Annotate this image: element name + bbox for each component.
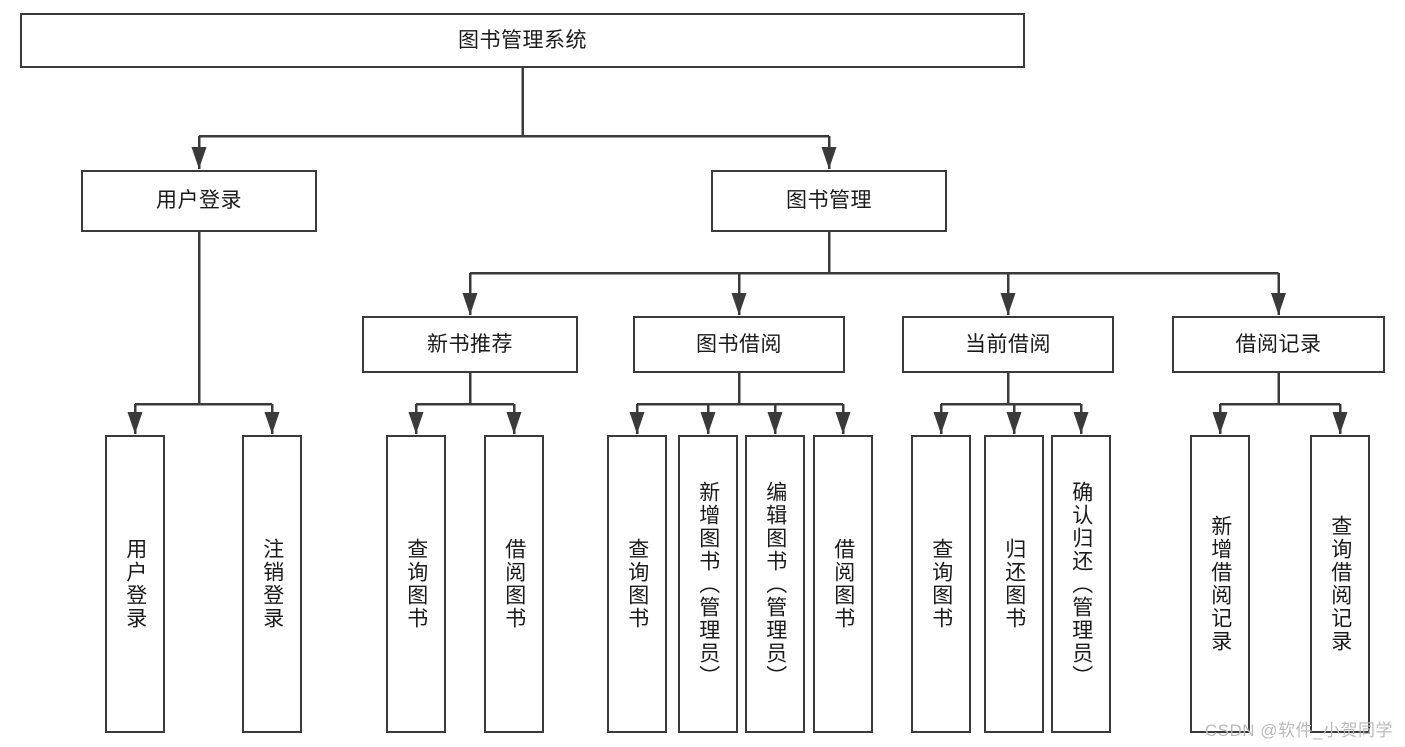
node-leaf-4[interactable]: 借阅图书 [484, 435, 544, 733]
arrowhead-icon [191, 147, 207, 169]
arrowhead-icon [1212, 412, 1228, 434]
arrowhead-icon [933, 412, 949, 434]
node-label: 借阅记录 [1235, 332, 1322, 356]
arrowhead-icon [700, 412, 716, 434]
node-label: 借阅图书 [831, 538, 855, 630]
arrowhead-icon [1006, 412, 1022, 434]
node-label: 新增借阅记录 [1208, 515, 1232, 653]
node-label: 用户登录 [123, 538, 147, 630]
node-current[interactable]: 当前借阅 [902, 316, 1114, 373]
arrowhead-icon [767, 412, 783, 434]
node-label: 用户登录 [156, 189, 242, 213]
node-label: 图书管理 [786, 189, 872, 213]
node-leaf-5[interactable]: 查询图书 [607, 435, 667, 733]
node-bookmgmt[interactable]: 图书管理 [711, 170, 947, 232]
node-login[interactable]: 用户登录 [81, 170, 317, 232]
node-leaf-9[interactable]: 查询图书 [911, 435, 971, 733]
arrowhead-icon [1073, 412, 1089, 434]
node-label: 编辑图书（管理员） [763, 480, 787, 688]
arrowhead-icon [1000, 293, 1016, 315]
node-label: 查询图书 [625, 538, 649, 630]
node-borrow[interactable]: 图书借阅 [633, 316, 845, 373]
node-leaf-3[interactable]: 查询图书 [386, 435, 446, 733]
arrowhead-icon [731, 293, 747, 315]
arrowhead-icon [462, 293, 478, 315]
arrowhead-icon [1332, 412, 1348, 434]
node-label: 查询借阅记录 [1328, 515, 1352, 653]
node-label: 图书管理系统 [458, 28, 587, 52]
node-label: 注销登录 [260, 538, 284, 630]
node-newbook[interactable]: 新书推荐 [362, 316, 578, 373]
arrowhead-icon [408, 412, 424, 434]
node-leaf-11[interactable]: 确认归还（管理员） [1051, 435, 1111, 733]
node-leaf-6[interactable]: 新增图书（管理员） [678, 435, 738, 733]
node-label: 查询图书 [929, 538, 953, 630]
arrowhead-icon [127, 412, 143, 434]
node-label: 确认归还（管理员） [1069, 480, 1093, 688]
node-leaf-12[interactable]: 新增借阅记录 [1190, 435, 1250, 733]
arrowhead-icon [264, 412, 280, 434]
node-label: 新增图书（管理员） [696, 480, 720, 688]
node-root[interactable]: 图书管理系统 [20, 13, 1025, 68]
node-leaf-10[interactable]: 归还图书 [984, 435, 1044, 733]
arrowhead-icon [821, 147, 837, 169]
watermark-text: CSDN @软件_小贺同学 [1204, 721, 1393, 740]
node-label: 当前借阅 [965, 332, 1051, 356]
node-leaf-13[interactable]: 查询借阅记录 [1310, 435, 1370, 733]
node-label: 借阅图书 [502, 538, 526, 630]
node-label: 归还图书 [1002, 538, 1026, 630]
arrowhead-icon [506, 412, 522, 434]
node-leaf-2[interactable]: 注销登录 [242, 435, 302, 733]
node-label: 图书借阅 [696, 332, 782, 356]
node-label: 查询图书 [404, 538, 428, 630]
node-leaf-8[interactable]: 借阅图书 [813, 435, 873, 733]
arrowhead-icon [629, 412, 645, 434]
node-leaf-7[interactable]: 编辑图书（管理员） [745, 435, 805, 733]
node-records[interactable]: 借阅记录 [1172, 316, 1385, 373]
node-label: 新书推荐 [427, 332, 513, 356]
arrowhead-icon [835, 412, 851, 434]
arrowhead-icon [1271, 293, 1286, 315]
node-leaf-1[interactable]: 用户登录 [105, 435, 165, 733]
